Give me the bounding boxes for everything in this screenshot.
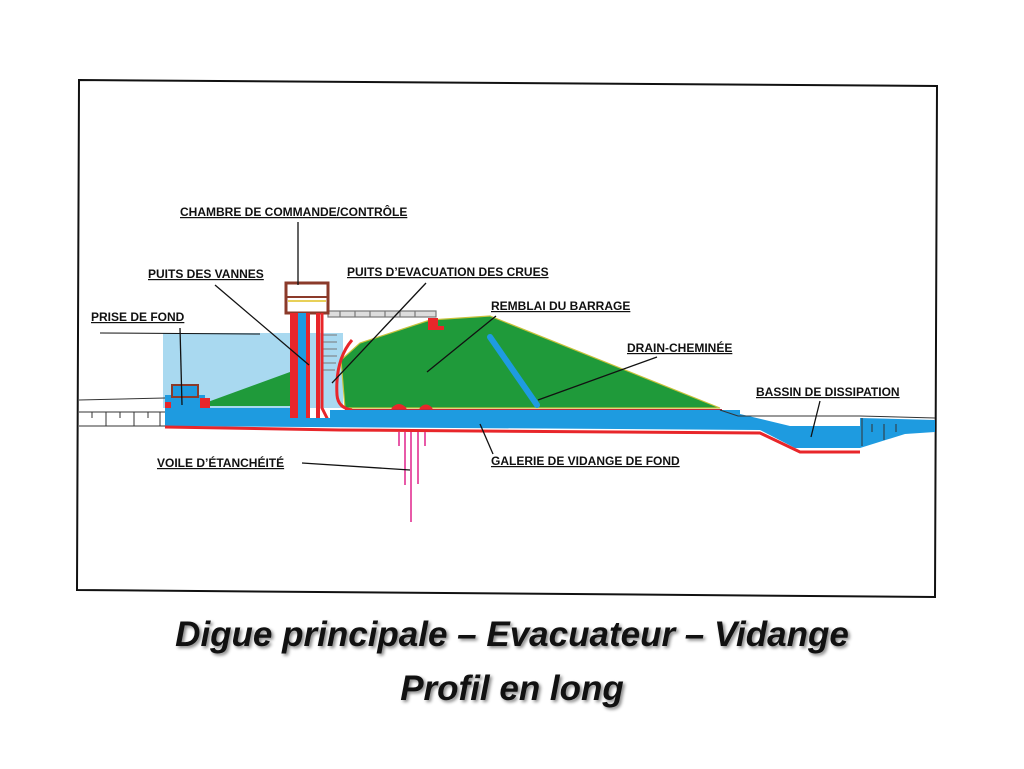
- pointer-puits-evacuation: [331, 282, 427, 384]
- label-puits-evacuation: PUITS D’EVACUATION DES CRUES: [347, 265, 549, 279]
- drain-chimney: [487, 334, 540, 408]
- outlet-gallery: [165, 408, 935, 448]
- title-line-2: Profil en long: [400, 669, 624, 708]
- upstream-fill: [205, 372, 290, 406]
- label-prise: PRISE DE FOND: [91, 310, 185, 324]
- label-remblai: REMBLAI DU BARRAGE: [491, 299, 630, 313]
- pointer-drain: [537, 356, 658, 401]
- control-chamber: [284, 281, 330, 315]
- label-puits-vannes: PUITS DES VANNES: [148, 267, 264, 281]
- upstream-ground: [78, 397, 166, 427]
- pointer-voile: [301, 462, 411, 471]
- label-galerie: GALERIE DE VIDANGE DE FOND: [491, 454, 680, 468]
- access-bridge: [327, 310, 437, 318]
- downstream-ground: [719, 409, 936, 419]
- downstream-ticks: [861, 418, 897, 446]
- gate-shaft: [290, 313, 330, 421]
- pointer-puits-vannes: [214, 284, 310, 366]
- title-line-1: Digue principale – Evacuateur – Vidange: [175, 615, 849, 654]
- label-bassin: BASSIN DE DISSIPATION: [756, 385, 900, 399]
- pointer-bassin: [810, 400, 821, 438]
- stairs: [323, 334, 337, 371]
- pointer-galerie: [479, 423, 494, 455]
- base-bumps: [391, 404, 433, 410]
- label-chambre: CHAMBRE DE COMMANDE/CONTRÔLE: [180, 204, 407, 219]
- pointer-remblai: [426, 315, 497, 373]
- pointer-prise: [179, 327, 183, 406]
- diagram-frame: [75, 78, 939, 599]
- gallery-liner: [164, 425, 860, 454]
- label-voile: VOILE D’ÉTANCHÉITÉ: [157, 455, 284, 470]
- crest-wall: [428, 318, 444, 330]
- spillway-shaft: [335, 339, 354, 412]
- label-drain: DRAIN-CHEMINÉE: [627, 340, 732, 355]
- grout-curtain: [398, 432, 426, 522]
